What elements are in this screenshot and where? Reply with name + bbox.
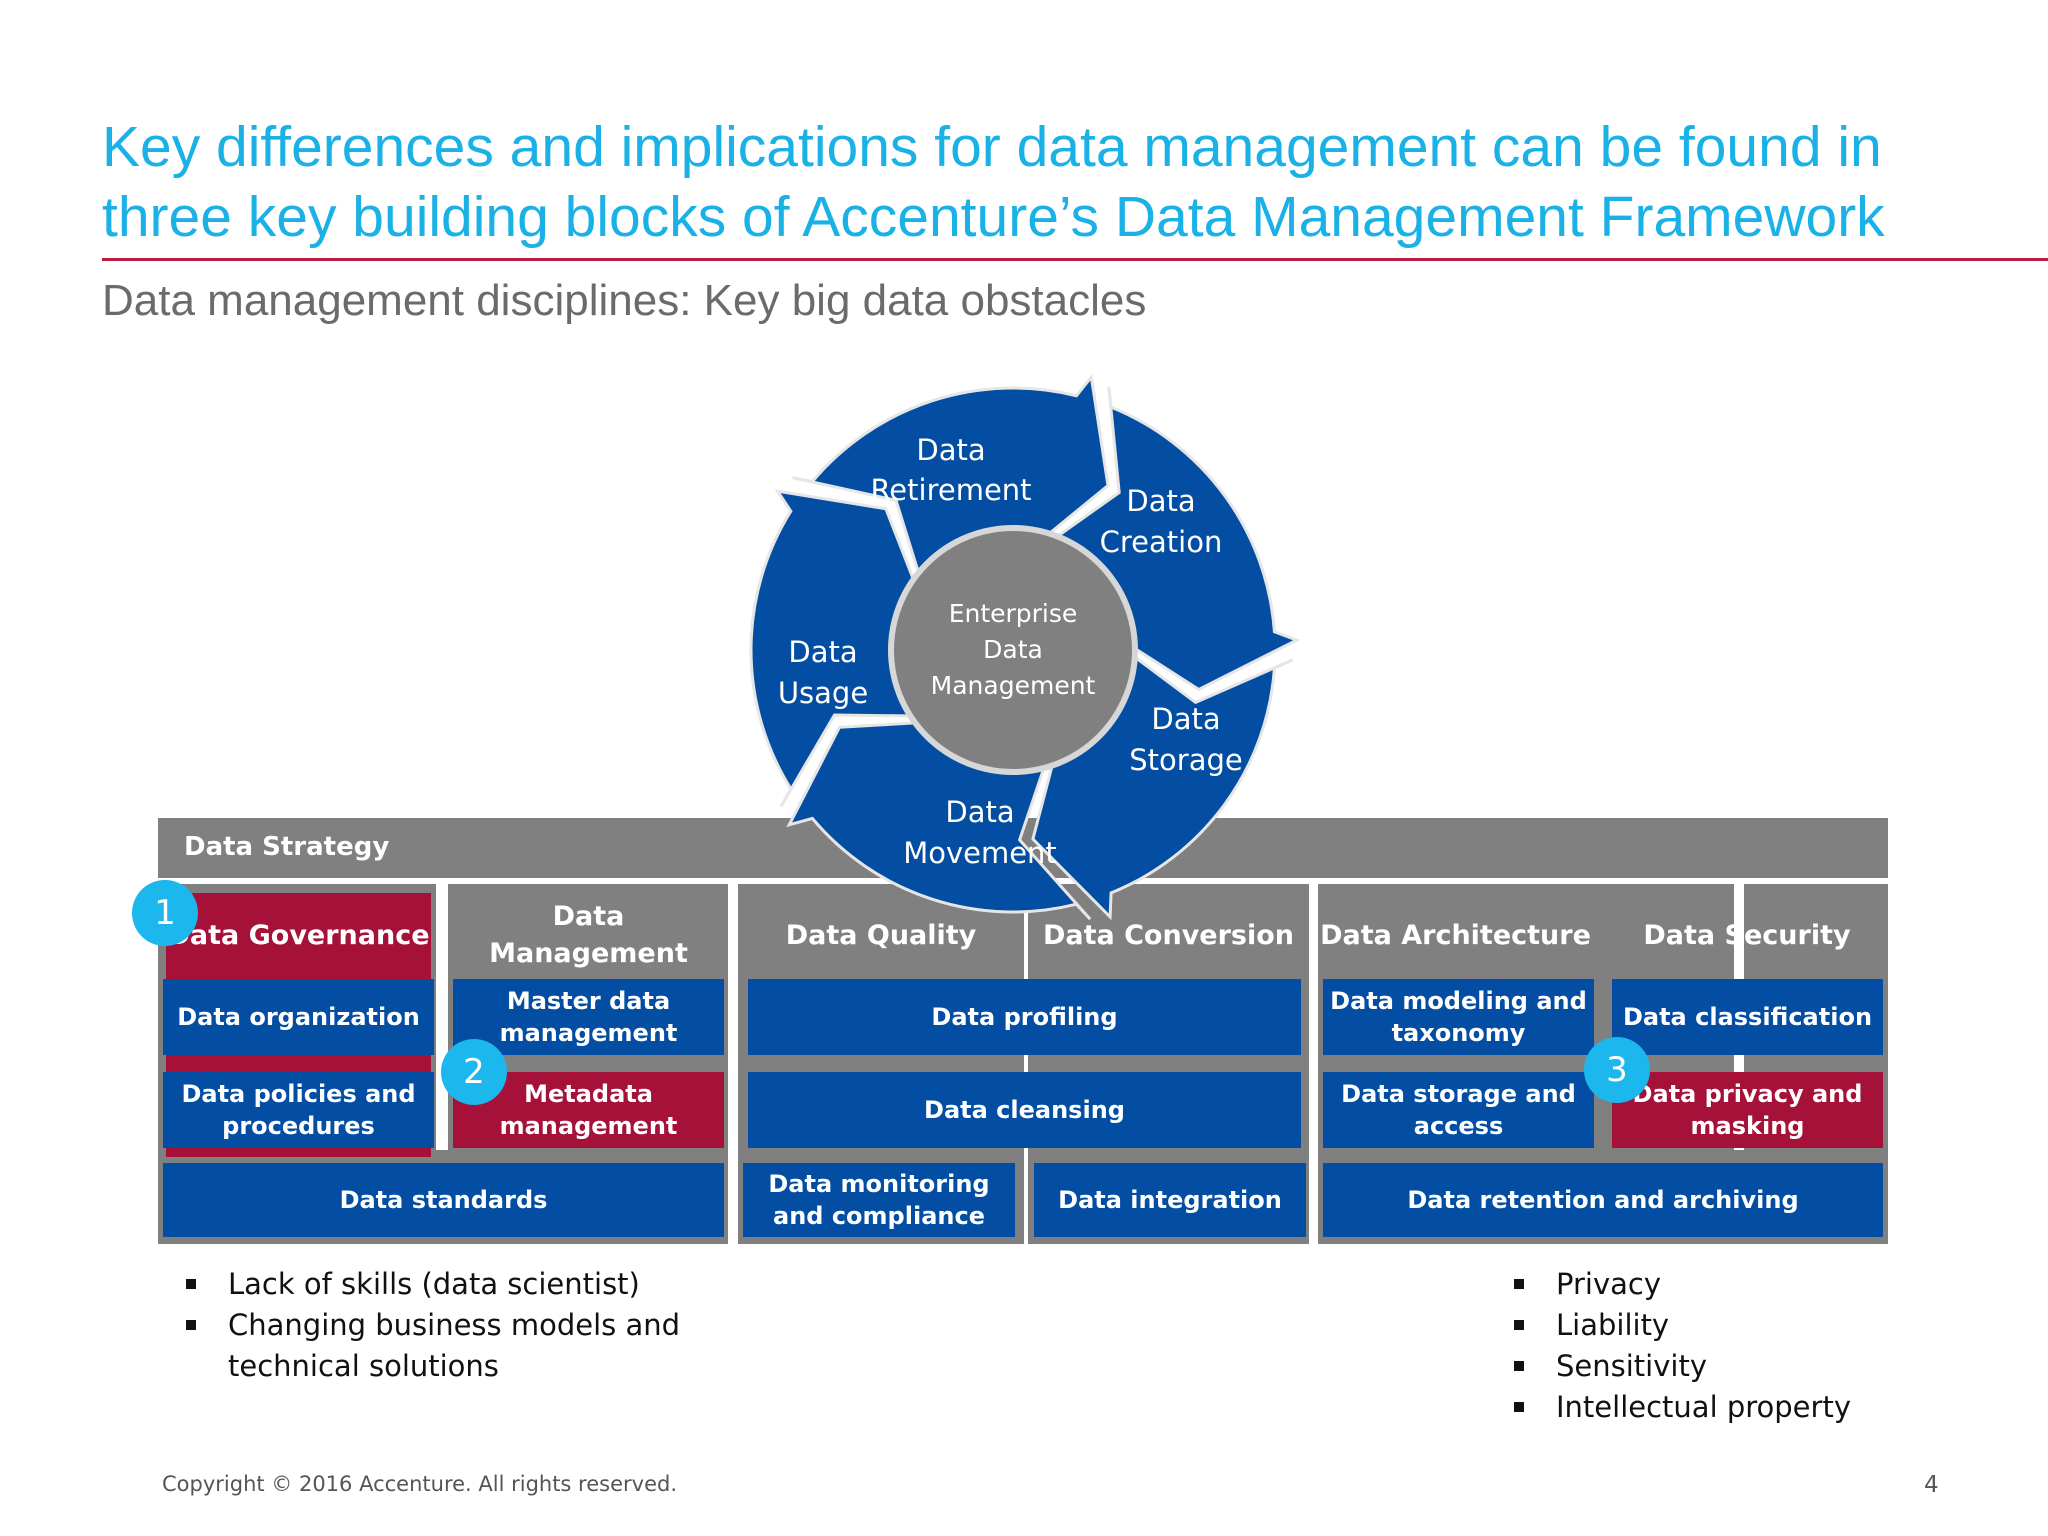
list-item: Sensitivity [1508, 1346, 1908, 1387]
header-data-conversion: Data Conversion [1042, 919, 1295, 951]
column-separator [728, 884, 738, 1244]
list-item: Liability [1508, 1305, 1908, 1346]
column-separator [1024, 1150, 1028, 1244]
data-strategy-label: Data Strategy [184, 832, 390, 862]
box-data-privacy-masking: Data privacy and masking [1612, 1072, 1883, 1148]
stage-label-usage: Usage [778, 676, 868, 710]
list-item: Changing business models and technical s… [180, 1305, 720, 1387]
header-data-governance: Data Governance [167, 919, 430, 951]
box-data-standards: Data standards [163, 1163, 724, 1237]
copyright-notice: Copyright © 2016 Accenture. All rights r… [162, 1472, 677, 1496]
box-data-classification: Data classification [1612, 979, 1883, 1055]
box-data-retention-archiving: Data retention and archiving [1323, 1163, 1883, 1237]
hub-label-line: Data [983, 635, 1043, 664]
enterprise-data-management-hub [888, 525, 1138, 775]
box-data-policies-procedures: Data policies and procedures [163, 1072, 434, 1148]
hub-label-line: Enterprise [949, 599, 1078, 628]
box-metadata-management: Metadata management [453, 1072, 724, 1148]
box-data-storage-access: Data storage and access [1323, 1072, 1594, 1148]
stage-label-creation: Data [1126, 484, 1195, 518]
list-item: Intellectual property [1508, 1387, 1908, 1428]
list-item: Lack of skills (data scientist) [180, 1264, 720, 1305]
list-item: Privacy [1508, 1264, 1908, 1305]
box-data-cleansing: Data cleansing [748, 1072, 1301, 1148]
title-divider [102, 258, 2048, 261]
box-data-modeling-taxonomy: Data modeling and taxonomy [1323, 979, 1594, 1055]
obstacles-list-right: Privacy Liability Sensitivity Intellectu… [1508, 1264, 1908, 1428]
stage-label-retirement: Data [916, 433, 985, 467]
badge-1: 1 [132, 880, 198, 946]
page-title: Key differences and implications for dat… [102, 115, 1885, 249]
stage-label-creation: Creation [1100, 525, 1223, 559]
header-data-security: Data Security [1643, 919, 1851, 951]
box-data-monitoring-compliance: Data monitoring and compliance [743, 1163, 1015, 1237]
obstacles-list-left: Lack of skills (data scientist) Changing… [180, 1264, 720, 1387]
column-separator [1309, 884, 1318, 1244]
header-data-management: Data Management [489, 901, 688, 969]
page-number: 4 [1924, 1472, 1939, 1498]
badge-3: 3 [1584, 1037, 1650, 1103]
stage-label-movement: Data [945, 795, 1014, 829]
badge-2: 2 [441, 1039, 507, 1105]
stage-label-storage: Storage [1129, 743, 1242, 777]
box-data-organization: Data organization [163, 979, 434, 1055]
header-data-architecture: Data Architecture [1320, 919, 1591, 951]
header-data-quality: Data Quality [785, 919, 977, 951]
column-separator [1024, 884, 1028, 976]
stage-label-retirement: Retirement [870, 473, 1031, 507]
stage-label-storage: Data [1151, 702, 1220, 736]
hub-label-line: Management [931, 671, 1096, 700]
page-subtitle: Data management disciplines: Key big dat… [102, 276, 1147, 325]
stage-label-usage: Data [788, 635, 857, 669]
box-data-integration: Data integration [1034, 1163, 1306, 1237]
box-data-profiling: Data profiling [748, 979, 1301, 1055]
stage-label-movement: Movement [903, 836, 1057, 870]
box-master-data-management: Master data management [453, 979, 724, 1055]
